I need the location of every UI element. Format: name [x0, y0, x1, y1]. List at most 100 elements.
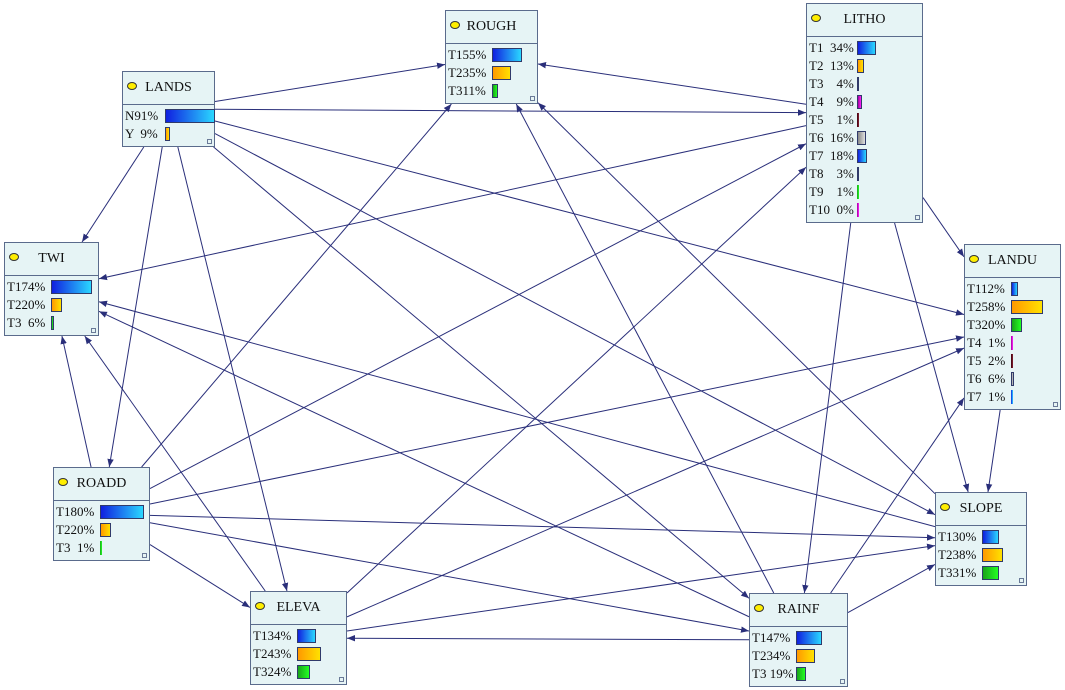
probability-bar: [982, 566, 1000, 580]
edge-lands-to-eleva: [177, 146, 289, 592]
state-row: T180%: [54, 503, 149, 521]
state-row: T234%: [750, 647, 847, 665]
probability-bar: [857, 131, 866, 145]
resize-handle-icon[interactable]: [530, 96, 535, 101]
edge-litho-to-slope: [894, 222, 970, 493]
state-row: T235%: [446, 64, 537, 82]
state-row: T9 1%: [807, 183, 922, 201]
state-row: T112%: [965, 280, 1060, 298]
state-row: T3 6%: [5, 314, 98, 332]
state-row: T311%: [446, 82, 537, 100]
node-header: ROUGH: [446, 11, 537, 44]
node-rough[interactable]: ROUGH T155% T235% T311%: [445, 10, 538, 104]
probability-bar: [1011, 354, 1013, 368]
resize-handle-icon[interactable]: [1053, 402, 1058, 407]
probability-bar: [492, 66, 512, 80]
state-label: T4 1%: [967, 335, 1006, 350]
resize-handle-icon[interactable]: [207, 139, 212, 144]
resize-handle-icon[interactable]: [915, 215, 920, 220]
node-title: LITHO: [843, 12, 886, 27]
state-label: T130%: [938, 529, 977, 544]
state-row: T3 1%: [54, 539, 149, 557]
resize-handle-icon[interactable]: [840, 679, 845, 684]
edge-roadd-to-litho: [149, 143, 807, 489]
edge-lands-to-rough: [214, 62, 446, 103]
state-row: T2 13%: [807, 57, 922, 75]
status-dot-icon: [940, 503, 950, 511]
node-title: TWI: [38, 251, 65, 266]
probability-bar: [492, 48, 523, 62]
probability-bar: [982, 548, 1003, 562]
resize-handle-icon[interactable]: [142, 553, 147, 558]
status-dot-icon: [450, 21, 460, 29]
probability-bar: [51, 280, 92, 294]
state-label: T243%: [253, 646, 292, 661]
state-row: T4 1%: [965, 334, 1060, 352]
node-title: RAINF: [777, 602, 820, 617]
status-dot-icon: [754, 604, 764, 612]
probability-bar: [857, 41, 876, 55]
state-label: T155%: [448, 47, 487, 62]
edge-roadd-to-twi: [60, 335, 92, 468]
edge-lands-to-rainf: [213, 146, 750, 599]
probability-bar: [857, 149, 867, 163]
state-row: T10 0%: [807, 201, 922, 219]
state-label: T235%: [448, 65, 487, 80]
node-rainf[interactable]: RAINF T147% T234%T3 19%: [749, 593, 848, 687]
state-row: T6 6%: [965, 370, 1060, 388]
probability-bar: [297, 665, 311, 679]
state-label: T112%: [967, 281, 1005, 296]
node-header: LITHO: [807, 4, 922, 37]
node-title: LANDU: [988, 253, 1037, 268]
state-label: T10 0%: [809, 202, 854, 217]
edge-rainf-to-twi: [98, 310, 750, 618]
state-row: T155%: [446, 46, 537, 64]
state-row: T7 1%: [965, 388, 1060, 406]
state-label: T147%: [752, 630, 791, 645]
edge-slope-to-twi: [98, 300, 936, 528]
probability-bar: [1011, 336, 1013, 350]
state-label: T3 19%: [752, 666, 794, 681]
node-title: ELEVA: [276, 600, 321, 615]
status-dot-icon: [811, 14, 821, 22]
edge-eleva-to-twi: [84, 335, 266, 592]
state-label: T8 3%: [809, 166, 854, 181]
edge-rainf-to-rough: [515, 103, 775, 594]
state-row: T7 18%: [807, 147, 922, 165]
edge-roadd-to-eleva: [149, 544, 251, 608]
state-label: T6 16%: [809, 130, 854, 145]
resize-handle-icon[interactable]: [91, 328, 96, 333]
edge-litho-to-twi: [98, 125, 807, 281]
state-row: T6 16%: [807, 129, 922, 147]
state-row: T243%: [251, 645, 346, 663]
edge-eleva-to-slope: [346, 543, 936, 632]
state-label: T7 1%: [967, 389, 1006, 404]
state-row: T331%: [936, 564, 1026, 582]
probability-bar: [857, 185, 859, 199]
state-row: T3 4%: [807, 75, 922, 93]
edge-lands-to-landu: [214, 120, 965, 316]
state-row: T8 3%: [807, 165, 922, 183]
probability-bar: [1011, 390, 1013, 404]
state-label: T331%: [938, 565, 977, 580]
state-label: T5 1%: [809, 112, 854, 127]
probability-bar: [492, 84, 499, 98]
probability-bar: [51, 316, 55, 330]
probability-bar: [857, 167, 859, 181]
probability-bar: [100, 523, 111, 537]
node-title: SLOPE: [959, 501, 1003, 516]
resize-handle-icon[interactable]: [339, 677, 344, 682]
probability-bar: [51, 298, 62, 312]
resize-handle-icon[interactable]: [1019, 578, 1024, 583]
state-row: T174%: [5, 278, 98, 296]
state-label: N91%: [125, 108, 159, 123]
state-label: T220%: [56, 522, 95, 537]
